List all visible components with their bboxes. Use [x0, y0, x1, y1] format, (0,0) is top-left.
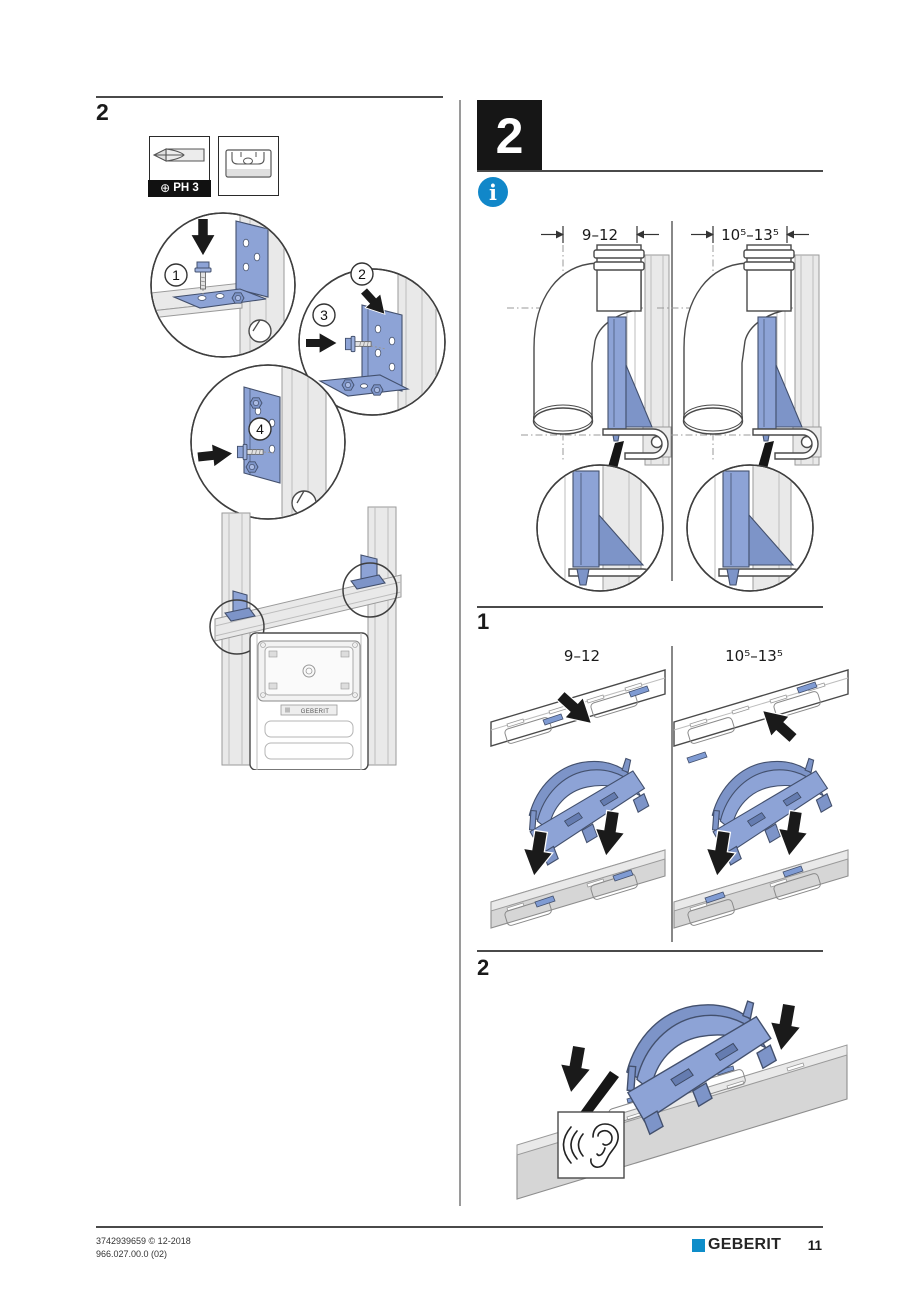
mounting-rail	[673, 849, 849, 929]
mounting-rail	[490, 849, 666, 929]
step1-variant-right: 10⁵–13⁵	[673, 647, 849, 929]
document-code: 966.027.00.0 (02)	[96, 1248, 168, 1259]
figure-bracket-mounting-details: 1	[150, 212, 446, 520]
dimension-label-left: 9–12	[582, 226, 618, 244]
elbow-pipe-illustration	[657, 245, 821, 605]
callout-3-number: 3	[320, 307, 328, 323]
press-arrow-icon	[765, 1001, 805, 1054]
audible-click-box	[557, 1111, 625, 1179]
bend-variant-right: 10⁵–13⁵	[657, 226, 821, 605]
step1-rule	[477, 606, 823, 608]
brand-strip: GEBERIT	[280, 704, 338, 716]
nut-icon	[231, 292, 245, 304]
page-number: 11	[807, 1238, 822, 1253]
detail-circle-step4: 4	[190, 364, 346, 520]
callout-1: 1	[164, 263, 188, 287]
zoom-circle-right	[342, 562, 398, 618]
nut-icon	[245, 461, 259, 473]
spirit-level-icon	[225, 149, 272, 178]
callout-2: 2	[350, 262, 374, 286]
nut-icon	[249, 397, 263, 409]
step1-variant-left: 9–12	[490, 647, 666, 929]
callout-4-number: 4	[256, 421, 264, 437]
callout-wedge	[579, 1071, 619, 1114]
bend-variant-left: 9–12	[507, 226, 671, 605]
detail-circle-step1: 1	[150, 212, 296, 358]
tool-spirit-level	[218, 136, 279, 196]
figure-connection-bend-distances: 9–12 10⁵–13⁵	[477, 221, 855, 605]
step1-dimension-left: 9–12	[564, 647, 600, 665]
dimension-label-right: 10⁵–13⁵	[721, 226, 779, 244]
step1-heading: 1	[477, 609, 490, 634]
logo-text: GEBERIT	[708, 1236, 782, 1253]
tool-label: ⊕ PH 3	[148, 179, 211, 197]
figure-step1-clip-placement: 9–12 10⁵–13⁵	[490, 646, 849, 942]
corner-bracket-right	[350, 554, 386, 590]
geberit-logo: GEBERIT	[692, 1237, 781, 1253]
phillips-bit-icon	[152, 148, 205, 162]
chapter-number: 2	[495, 107, 524, 164]
nut-icon	[370, 384, 384, 396]
chapter-rule	[477, 170, 823, 172]
info-glyph: i	[489, 179, 497, 205]
corner-bracket-left	[224, 590, 256, 622]
elbow-pipe-illustration	[507, 245, 671, 605]
tool-phillips-bit: ⊕ PH 3	[148, 136, 211, 197]
ear-icon	[562, 1123, 619, 1168]
figure-frame-assembly: GEBERIT	[209, 506, 402, 770]
chapter-number-box: 2	[477, 100, 542, 171]
figure-step2-clip-engage	[516, 985, 848, 1200]
step1-dimension-right: 10⁵–13⁵	[725, 647, 783, 665]
mounting-rail	[673, 669, 849, 747]
detail-circle-steps2-3: 2 3	[298, 262, 446, 416]
callout-2-number: 2	[358, 266, 366, 282]
document-number: 3742939659 © 12-2018	[96, 1236, 191, 1246]
phillips-symbol-icon: ⊕	[160, 181, 171, 196]
logo-square-icon	[692, 1238, 705, 1252]
cistern-brand-label: GEBERIT	[301, 709, 329, 715]
callout-1-number: 1	[172, 267, 180, 283]
footer-meta: 3742939659 © 12-2018 966.027.00.0 (02)	[96, 1235, 191, 1260]
press-arrow-icon	[555, 1043, 595, 1096]
footer-rule	[96, 1226, 823, 1228]
zoom-circle-left	[209, 599, 265, 655]
callout-4: 4	[248, 417, 272, 441]
step2-rule	[477, 950, 823, 952]
nut-icon	[341, 379, 355, 391]
left-step-heading: 2	[96, 99, 109, 125]
concealed-cistern: GEBERIT	[249, 632, 369, 770]
step2-heading: 2	[477, 955, 490, 980]
phillips-size-label: PH 3	[173, 182, 199, 195]
column-divider	[459, 100, 461, 1206]
callout-3: 3	[312, 303, 336, 327]
left-section-rule	[96, 96, 443, 98]
info-icon: i	[478, 177, 508, 207]
